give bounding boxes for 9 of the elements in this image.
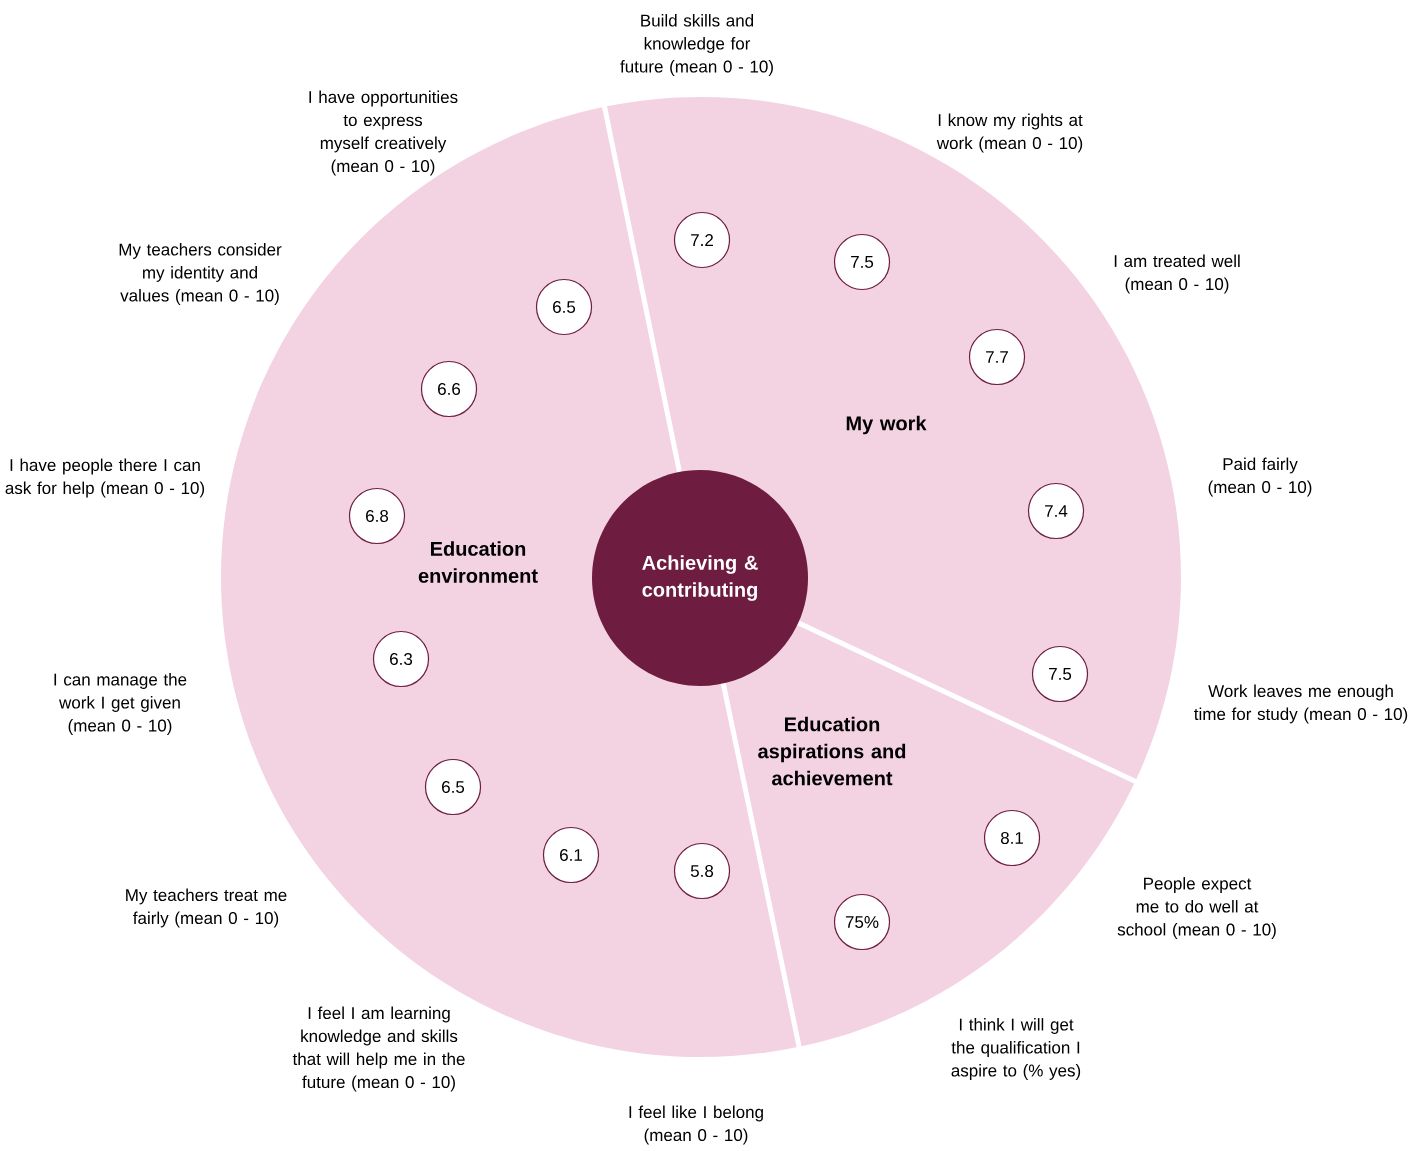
question-label: Build skills and knowledge for future (mean 0 - 10) [620, 14, 773, 76]
question-label: I can manage the work I get given (mean 0 - 10) [54, 673, 187, 735]
question-label: Paid fairly (mean 0 - 10) [1208, 457, 1312, 497]
question-label: I know my rights at work (mean 0 - 10) [936, 113, 1083, 153]
question-label: Work leaves me enough time for study (mean 0 - 10) [1194, 684, 1408, 724]
question-label: I feel like I belong (mean 0 - 10) [629, 1105, 763, 1145]
node-label: Education environment [418, 541, 538, 583]
question-label: I have people there I can ask for help (mean 0 - 10) [5, 458, 205, 498]
node-label: My work [846, 415, 927, 435]
